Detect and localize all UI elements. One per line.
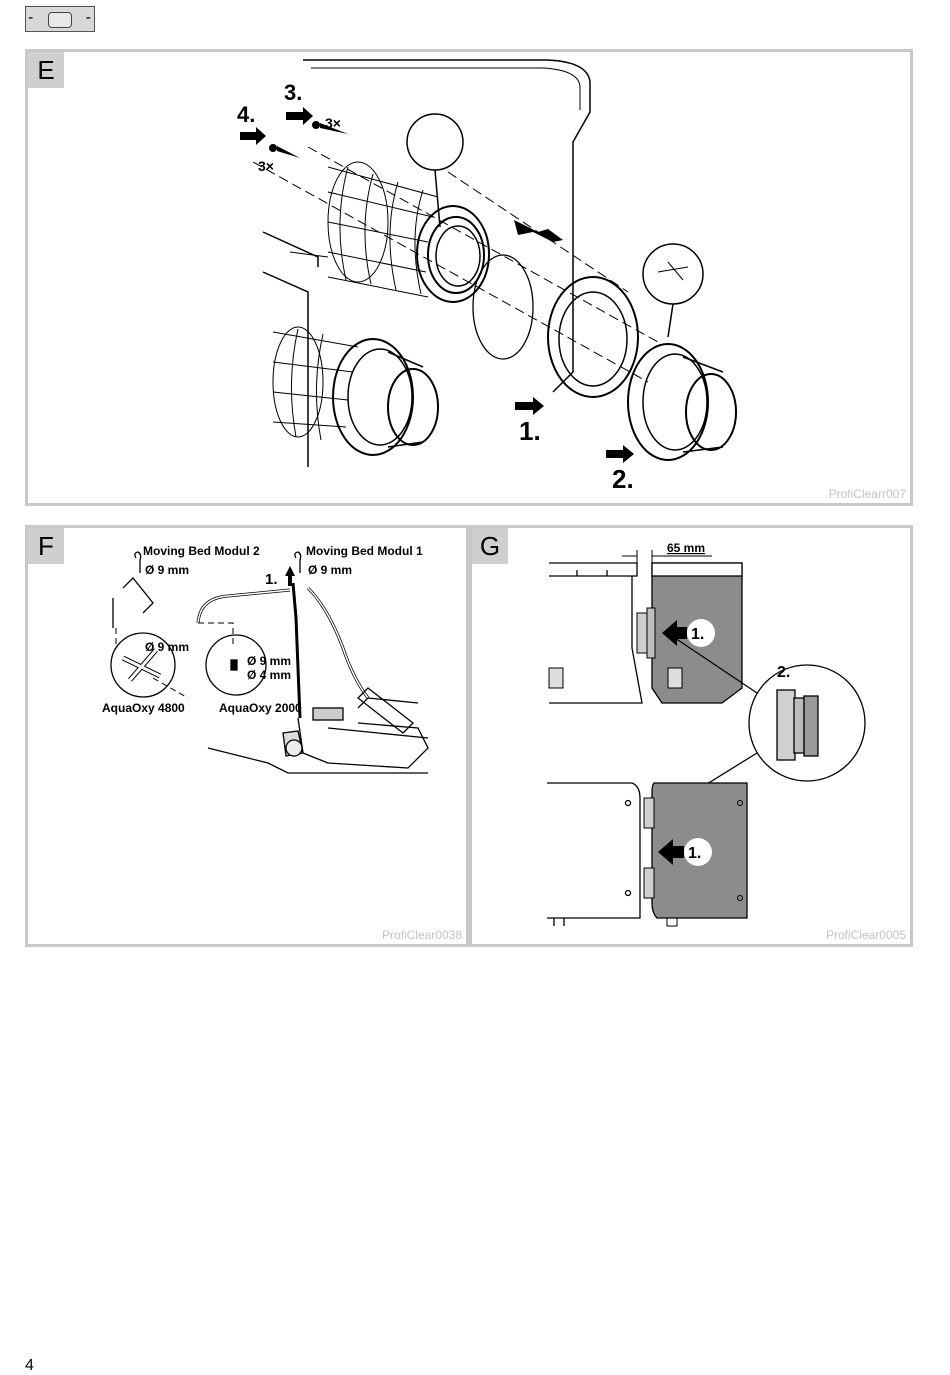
f-label-dia9-c: Ø 9 mm	[145, 640, 189, 654]
e-step-3: 3.	[284, 80, 302, 105]
f-label-dia4: Ø 4 mm	[247, 668, 291, 682]
g-step-1-top: 1.	[691, 626, 704, 643]
badge-box-icon	[48, 12, 72, 28]
panel-g-illustration: 65 mm 1. 2.	[547, 541, 866, 927]
f-step-1: 1.	[265, 571, 278, 588]
e-qty-upper: 3×	[325, 115, 341, 131]
panel-g-code: ProfiClear0005	[825, 928, 906, 942]
f-label-module2: Moving Bed Modul 2	[143, 544, 260, 558]
language-badge: - -	[25, 6, 95, 32]
panel-f-letter: F	[28, 528, 64, 564]
panel-f: F	[25, 525, 469, 947]
f-label-aquaoxy-2000: AquaOxy 2000	[219, 701, 302, 715]
panel-g-letter: G	[472, 528, 508, 564]
f-label-module1: Moving Bed Modul 1	[306, 544, 423, 558]
f-label-aquaoxy-4800: AquaOxy 4800	[102, 701, 185, 715]
panel-f-code: ProfiClear0038	[381, 928, 462, 942]
panel-e-code: ProfiClearr007	[828, 487, 906, 501]
f-label-dia9-b: Ø 9 mm	[308, 563, 352, 577]
badge-dash-right: -	[85, 9, 91, 26]
g-step-2: 2.	[777, 664, 790, 681]
panel-g: G 65 mm 1.	[469, 525, 913, 947]
panel-e-illustration: 3. 4. 3× 3× 1. 2.	[237, 59, 737, 494]
panel-e-letter: E	[28, 52, 64, 88]
page-number: 4	[25, 1357, 34, 1374]
f-label-dia9-d: Ø 9 mm	[247, 654, 291, 668]
e-qty-lower: 3×	[258, 158, 274, 174]
f-label-dia9-a: Ø 9 mm	[145, 563, 189, 577]
g-step-1-bottom: 1.	[688, 845, 701, 862]
panel-f-illustration: Moving Bed Modul 2 Moving Bed Modul 1 Ø …	[102, 544, 429, 774]
e-step-1: 1.	[519, 416, 541, 446]
e-step-4: 4.	[237, 102, 255, 127]
g-gap-label: 65 mm	[667, 541, 705, 555]
badge-dash-left: -	[28, 9, 34, 26]
panel-e: E	[25, 49, 913, 506]
e-step-2: 2.	[612, 464, 634, 494]
